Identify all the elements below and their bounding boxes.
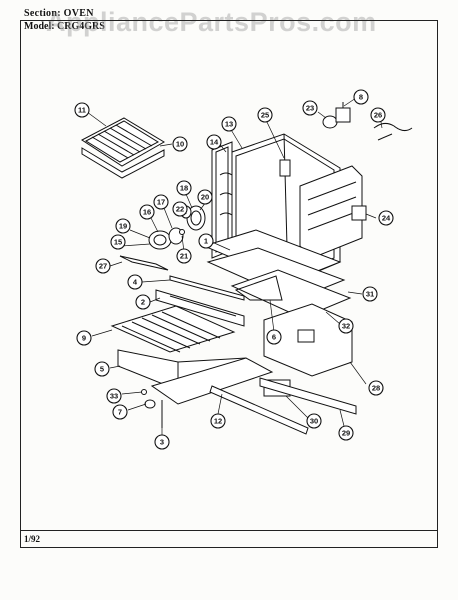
svg-text:9: 9 [82, 334, 86, 343]
svg-text:11: 11 [78, 106, 86, 115]
model-label: Model: [24, 21, 55, 32]
svg-text:29: 29 [342, 429, 350, 438]
svg-text:33: 33 [110, 392, 118, 401]
callout: 1 [198, 233, 214, 249]
svg-text:4: 4 [133, 278, 138, 287]
footer-date: 1/92 [24, 534, 41, 544]
svg-text:8: 8 [359, 93, 363, 102]
callout: 28 [368, 380, 384, 396]
svg-text:1: 1 [204, 237, 208, 246]
svg-text:2: 2 [141, 298, 145, 307]
model-value: CRG4GRS [57, 21, 105, 32]
callout: 29 [338, 425, 354, 441]
model-header: Model: CRG4GRS [24, 21, 105, 32]
svg-text:31: 31 [366, 290, 374, 299]
svg-text:14: 14 [210, 138, 219, 147]
callout: 25 [257, 107, 273, 123]
callout: 9 [76, 330, 92, 346]
callout: 13 [221, 116, 237, 132]
callouts: 11 10 13 14 25 23 8 26 18 17 16 20 22 19… [74, 89, 394, 450]
callout: 26 [370, 107, 386, 123]
svg-text:15: 15 [114, 238, 122, 247]
svg-text:5: 5 [100, 365, 104, 374]
svg-text:7: 7 [118, 408, 122, 417]
svg-text:27: 27 [99, 262, 107, 271]
oven-bottom-part [202, 229, 353, 377]
svg-text:32: 32 [342, 322, 350, 331]
callout: 33 [106, 388, 122, 404]
svg-text:12: 12 [214, 417, 222, 426]
callout: 32 [338, 318, 354, 334]
fan-assembly-part [148, 205, 206, 250]
svg-text:6: 6 [272, 333, 276, 342]
rail-part [155, 275, 245, 327]
footer-rule [20, 530, 438, 531]
svg-text:18: 18 [180, 184, 188, 193]
section-label: Section: [24, 8, 61, 19]
callout: 14 [206, 134, 222, 150]
callout: 20 [197, 189, 213, 205]
callout: 12 [210, 413, 226, 429]
callout: 30 [306, 413, 322, 429]
svg-text:19: 19 [119, 222, 127, 231]
callout: 16 [139, 204, 155, 220]
callout: 11 [74, 102, 90, 118]
svg-text:21: 21 [180, 252, 188, 261]
callout: 5 [94, 361, 110, 377]
thermostat-part [322, 102, 413, 141]
callout: 15 [110, 234, 126, 250]
svg-text:25: 25 [261, 111, 269, 120]
section-value: OVEN [63, 8, 94, 19]
callout: 17 [153, 194, 169, 210]
bracket-part [119, 255, 169, 271]
svg-text:20: 20 [201, 193, 209, 202]
svg-text:17: 17 [157, 198, 165, 207]
callout: 19 [115, 218, 131, 234]
callout: 27 [95, 258, 111, 274]
svg-text:26: 26 [374, 111, 382, 120]
svg-text:28: 28 [372, 384, 380, 393]
svg-text:23: 23 [306, 104, 314, 113]
svg-text:3: 3 [160, 438, 164, 447]
callout: 21 [176, 248, 192, 264]
watermark: AppliancePartsPros.com [46, 7, 377, 37]
fitting-part [141, 389, 163, 428]
callout: 7 [112, 404, 128, 420]
svg-text:13: 13 [225, 120, 233, 129]
oven-rack-part [110, 305, 236, 353]
callout: 4 [127, 274, 143, 290]
callout: 24 [378, 210, 394, 226]
callout: 6 [266, 329, 282, 345]
broiler-pan-part [81, 117, 165, 179]
svg-text:10: 10 [176, 140, 184, 149]
callout: 2 [135, 294, 151, 310]
svg-text:22: 22 [176, 205, 184, 214]
leader-lines [86, 97, 383, 436]
callout: 10 [172, 136, 188, 152]
callout: 31 [362, 286, 378, 302]
callout: 3 [154, 434, 170, 450]
callout: 23 [302, 100, 318, 116]
support-frame-part [117, 349, 274, 405]
section-header: Section: OVEN [24, 8, 94, 19]
callout: 18 [176, 180, 192, 196]
bottom-rail-part [209, 377, 357, 435]
callout: 22 [172, 201, 188, 217]
callout: 8 [353, 89, 369, 105]
svg-text:16: 16 [143, 208, 151, 217]
svg-text:24: 24 [382, 214, 391, 223]
diagram-frame [20, 20, 438, 548]
svg-text:30: 30 [310, 417, 318, 426]
